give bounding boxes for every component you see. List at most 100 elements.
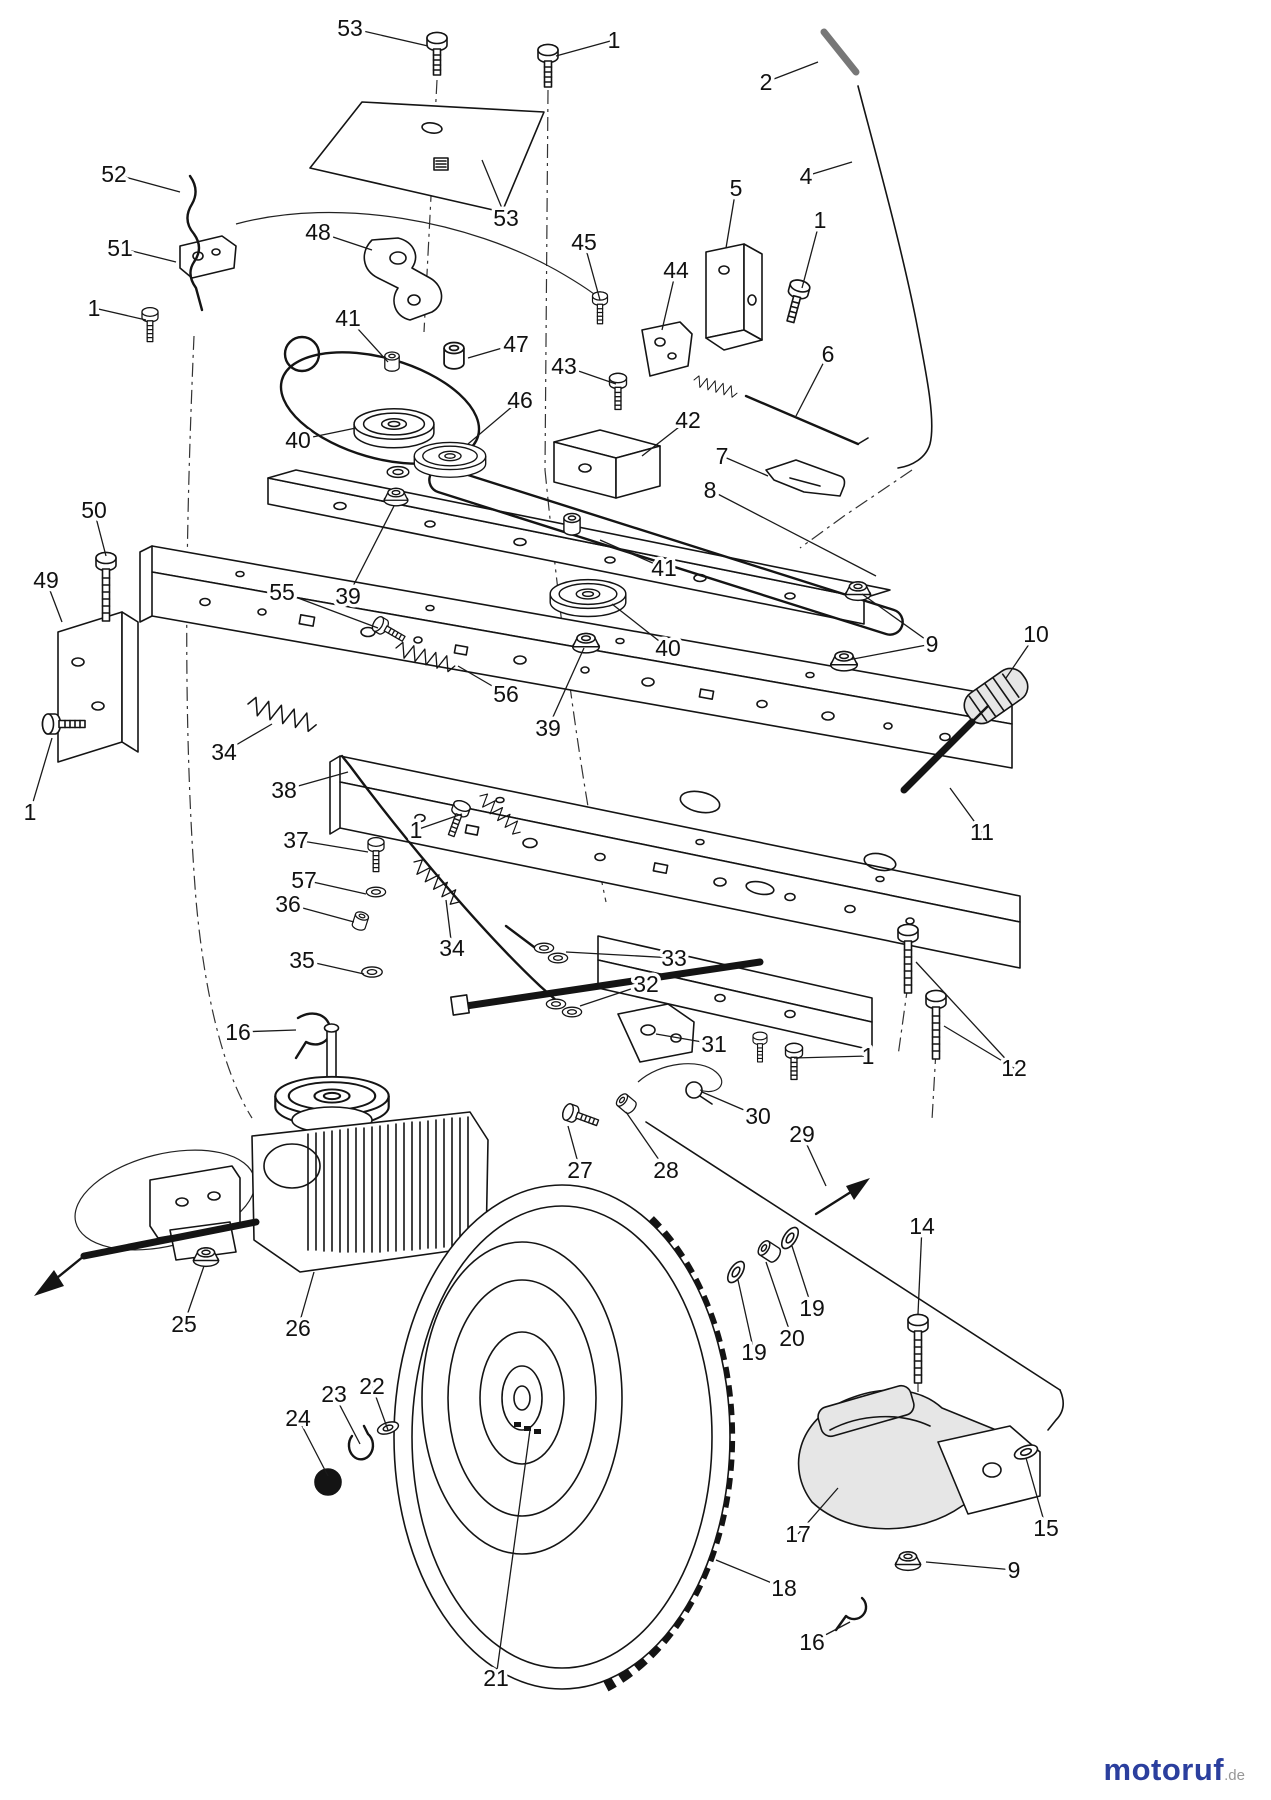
callout-label: 33 bbox=[661, 945, 687, 971]
washer-32b bbox=[561, 1006, 583, 1018]
washer-32a bbox=[545, 998, 567, 1010]
callout-leader bbox=[297, 1417, 329, 1477]
callout-leader bbox=[793, 1055, 869, 1059]
callout-leader bbox=[297, 1271, 315, 1329]
callout-leader bbox=[625, 1111, 667, 1171]
bolt-1-right bbox=[779, 277, 812, 326]
callout-leader bbox=[301, 959, 365, 975]
callout-leader bbox=[415, 813, 463, 831]
bracket-31 bbox=[617, 1003, 695, 1063]
callout-leader bbox=[555, 39, 615, 57]
spring-34a bbox=[244, 695, 320, 734]
washer-57 bbox=[365, 886, 387, 898]
rear-wheel bbox=[393, 1184, 736, 1692]
callout-leader bbox=[701, 1091, 759, 1117]
rod-2 bbox=[820, 28, 860, 76]
callout-label: 19 bbox=[799, 1295, 825, 1321]
callout-label: 35 bbox=[289, 947, 315, 973]
callout-label: 40 bbox=[655, 635, 681, 661]
pulley-46 bbox=[413, 441, 487, 478]
callout-label: 26 bbox=[285, 1315, 311, 1341]
callout-label: 44 bbox=[663, 257, 689, 283]
bracket-51 bbox=[179, 235, 237, 279]
callout-leader bbox=[295, 839, 369, 853]
callout-leader bbox=[661, 269, 677, 331]
pulley-40-mid bbox=[549, 578, 627, 618]
callout-leader bbox=[599, 539, 665, 569]
callout-leader bbox=[113, 173, 181, 193]
callout-label: 41 bbox=[335, 305, 361, 331]
callout-label: 46 bbox=[507, 387, 533, 413]
nut-9-bottom bbox=[894, 1551, 922, 1572]
belt-guide-bracket-42 bbox=[553, 429, 661, 499]
bolt-27 bbox=[560, 1101, 602, 1132]
bolt-14 bbox=[907, 1313, 929, 1384]
hub-key-marks bbox=[514, 1422, 521, 1427]
callout-leader bbox=[567, 1125, 581, 1171]
callout-leader bbox=[445, 899, 453, 949]
callout-label: 45 bbox=[571, 229, 597, 255]
callout-label: 11 bbox=[970, 819, 994, 845]
callout-label: 32 bbox=[633, 971, 659, 997]
callout-leader bbox=[709, 489, 877, 577]
washer-19b bbox=[777, 1223, 803, 1253]
callout-label: 52 bbox=[101, 161, 127, 187]
grommet-28 bbox=[613, 1091, 639, 1116]
rod-52 bbox=[186, 174, 204, 312]
callout-label: 47 bbox=[503, 331, 529, 357]
bolt-1-left-upper bbox=[141, 306, 159, 343]
tire-sidewall bbox=[411, 1205, 713, 1669]
transaxle bbox=[34, 1023, 489, 1296]
callout-label: 21 bbox=[483, 1665, 509, 1691]
bolt-1-lower bbox=[784, 1042, 804, 1081]
callout-label: 25 bbox=[171, 1311, 197, 1337]
spacer-41b bbox=[563, 512, 581, 536]
callout-leader bbox=[765, 61, 819, 83]
callout-label: 1 bbox=[814, 207, 827, 233]
bolt-1-top bbox=[537, 43, 559, 88]
washer-35 bbox=[361, 966, 383, 978]
callout-label: 19 bbox=[741, 1339, 767, 1365]
callout-label: 22 bbox=[359, 1373, 385, 1399]
callout-leader bbox=[725, 187, 737, 249]
callout-leader bbox=[371, 1385, 389, 1431]
callout-label: 16 bbox=[799, 1629, 825, 1655]
callout-leader bbox=[349, 27, 429, 47]
callout-label: 39 bbox=[535, 715, 561, 741]
idler-bracket bbox=[363, 237, 443, 321]
callout-leader bbox=[611, 603, 669, 649]
callout-label: 34 bbox=[439, 935, 465, 961]
callout-leader bbox=[547, 647, 585, 729]
callout-label: 16 bbox=[225, 1019, 251, 1045]
callout-leader bbox=[791, 1245, 813, 1309]
callout-leader bbox=[481, 159, 507, 219]
callout-label: 1 bbox=[862, 1043, 875, 1069]
e-clip-23 bbox=[347, 1424, 375, 1461]
callout-leader bbox=[925, 1561, 1015, 1571]
callout-leader bbox=[467, 343, 517, 359]
callout-label: 1 bbox=[88, 295, 101, 321]
callout-label: 14 bbox=[909, 1213, 935, 1239]
callout-leader bbox=[45, 579, 63, 623]
callout-label: 1 bbox=[608, 27, 621, 53]
callout-leader bbox=[847, 643, 933, 661]
callout-label: 36 bbox=[275, 891, 301, 917]
callout-label: 53 bbox=[337, 15, 363, 41]
callout-label: 43 bbox=[551, 353, 577, 379]
callout-leader bbox=[297, 427, 357, 441]
callout-leader bbox=[565, 951, 675, 959]
callout-label: 20 bbox=[779, 1325, 805, 1351]
callout-label: 50 bbox=[81, 497, 107, 523]
clip-16-lower bbox=[834, 1596, 868, 1632]
callout-leader bbox=[917, 1225, 923, 1315]
callout-leader bbox=[583, 241, 601, 301]
callout-leader bbox=[223, 723, 273, 753]
cap-24 bbox=[315, 1469, 341, 1495]
pin-33 bbox=[504, 924, 540, 952]
callout-leader bbox=[797, 1487, 839, 1535]
bolt-45 bbox=[591, 291, 609, 325]
axle-arrow bbox=[34, 1270, 64, 1296]
